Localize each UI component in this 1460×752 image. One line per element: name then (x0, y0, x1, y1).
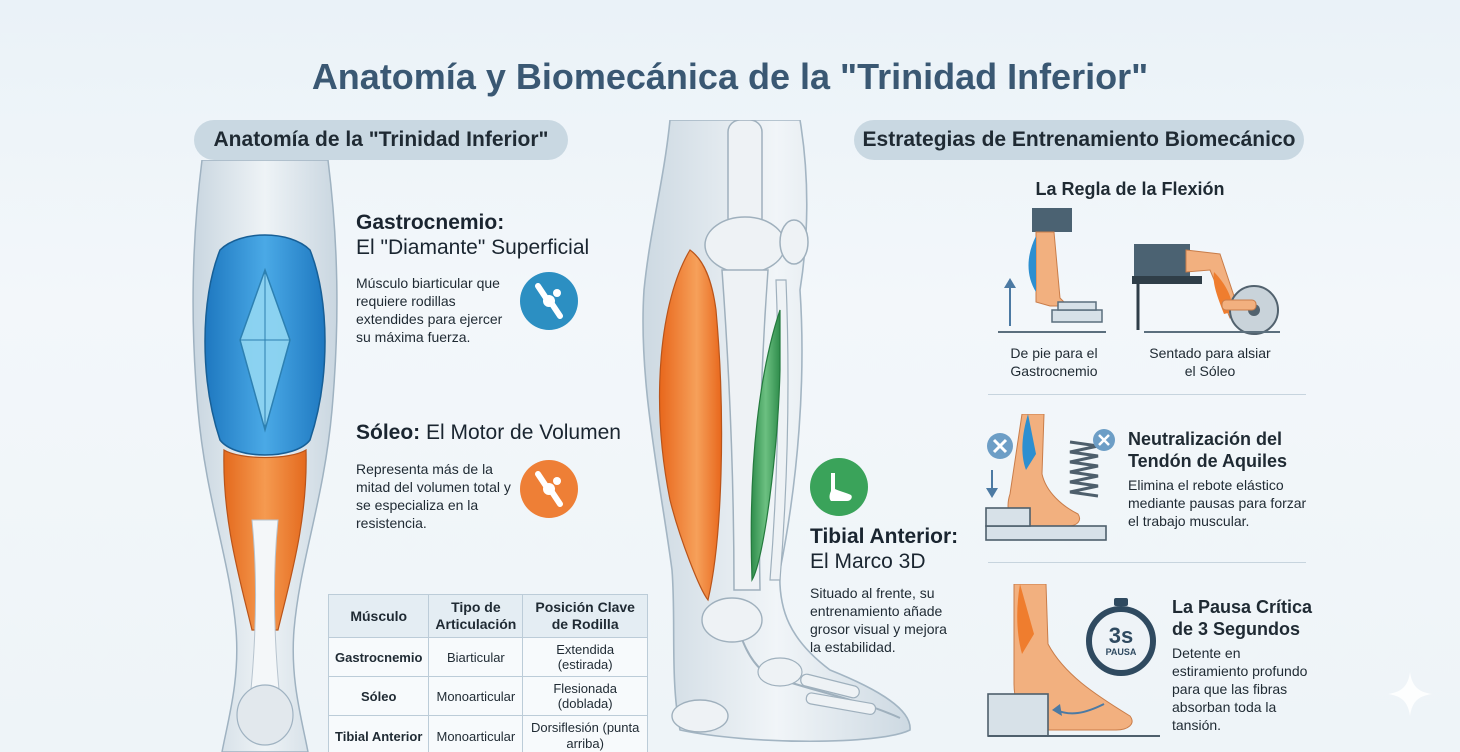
table-cell: Dorsiflesión (punta arriba) (522, 715, 648, 752)
pause-text: Detente en estiramiento profundo para qu… (1172, 645, 1308, 733)
table-row: Tibial Anterior Monoarticular Dorsiflesi… (327, 715, 648, 752)
achilles-text: Elimina el rebote elástico mediante paus… (1128, 477, 1307, 529)
right-section-header: Estrategias de Entrenamiento Biomecánico (854, 120, 1304, 160)
seated-calf-raise-illustration (1132, 244, 1280, 335)
timer-value: 3s (1108, 623, 1134, 648)
table-cell: Tibial Anterior (327, 715, 430, 752)
table-cell: Sóleo (327, 676, 430, 716)
sparkle-icon (1388, 672, 1432, 716)
table-header: Músculo (327, 594, 430, 638)
tibial-heading: Tibial Anterior: El Marco 3D (810, 524, 958, 574)
tibial-heading-sub: El Marco 3D (810, 550, 926, 573)
gastro-text: Músculo biarticular que requiere rodilla… (356, 275, 503, 345)
foot-icon (829, 473, 852, 501)
achilles-title: Neutralización del Tendón de Aquiles (1128, 429, 1288, 471)
leg-side-skeleton-illustration (642, 120, 911, 743)
page-title: Anatomía y Biomecánica de la "Trinidad I… (311, 56, 1149, 97)
knee-joint-icon (535, 471, 563, 507)
table-row: Sóleo Monoarticular Flesionada (doblada) (327, 676, 648, 716)
table-cell: Biarticular (428, 637, 524, 677)
foot-icon (810, 458, 868, 516)
soleo-heading-rest: El Motor de Volumen (420, 421, 621, 444)
gastro-heading-bold: Gastrocnemio: (356, 211, 505, 234)
knee-joint-icon (535, 283, 563, 319)
standing-caption: De pie para el Gastrocnemio (1010, 345, 1098, 379)
tibial-heading-bold: Tibial Anterior: (810, 525, 959, 548)
table-cell: Flesionada (doblada) (522, 676, 648, 716)
table-cell: Extendida (estirada) (522, 637, 648, 677)
flexion-title: La Regla de la Flexión (1035, 179, 1225, 199)
gastro-heading: Gastrocnemio: El "Diamante" Superficial (356, 210, 589, 260)
table-cell: Monoarticular (428, 676, 524, 716)
table-cell: Monoarticular (428, 715, 524, 752)
table-header-row: Músculo Tipo de Articulación Posición Cl… (327, 594, 648, 638)
section-divider (988, 394, 1306, 395)
achilles-tendon-illustration (985, 414, 1115, 541)
pause-foot-illustration (987, 584, 1160, 737)
table-header: Posición Clave de Rodilla (522, 594, 648, 638)
table-header: Tipo de Articulación (428, 594, 524, 638)
standing-calf-raise-illustration (998, 208, 1106, 333)
soleo-text: Representa más de la mitad del volumen t… (356, 461, 511, 531)
seated-caption: Sentado para alsiar el Sóleo (1149, 345, 1271, 379)
timer-label: PAUSA (1105, 647, 1137, 657)
gastro-heading-sub: El "Diamante" Superficial (356, 236, 590, 259)
knee-joint-icon (520, 272, 578, 330)
table-cell: Gastrocnemio (327, 637, 430, 677)
left-section-header: Anatomía de la "Trinidad Inferior" (194, 120, 568, 160)
timer-icon: 3s PAUSA (1086, 598, 1156, 678)
soleo-heading-bold: Sóleo: (356, 421, 421, 444)
table-row: Gastrocnemio Biarticular Extendida (esti… (327, 637, 648, 677)
section-divider (988, 562, 1306, 563)
tibial-text: Situado al frente, su entrenamiento añad… (810, 585, 947, 655)
calf-back-illustration (192, 160, 338, 752)
muscle-table: Músculo Tipo de Articulación Posición Cl… (327, 594, 648, 752)
knee-joint-icon (520, 460, 578, 518)
soleo-heading: Sóleo: El Motor de Volumen (356, 420, 621, 445)
pause-title: La Pausa Crítica de 3 Segundos (1172, 597, 1313, 639)
